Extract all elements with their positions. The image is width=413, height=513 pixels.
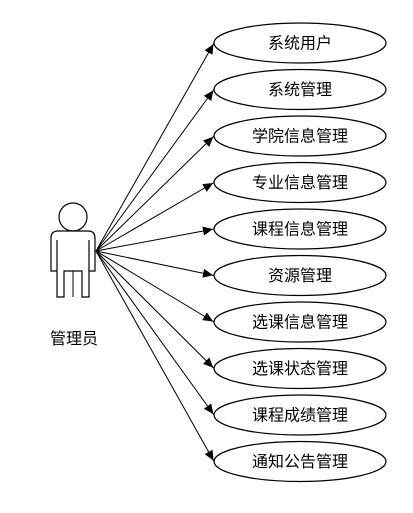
association-line	[95, 182, 215, 252]
use-case: 学院信息管理	[213, 115, 387, 157]
association-line	[95, 42, 215, 252]
actor-head	[58, 202, 88, 232]
use-case-ellipse	[213, 440, 387, 483]
use-case-ellipse	[213, 208, 387, 250]
use-case-ellipse	[213, 115, 387, 157]
use-case-ellipse	[213, 161, 387, 204]
actor-body	[50, 230, 96, 298]
association-arrowhead	[202, 226, 214, 236]
association-line	[95, 135, 215, 252]
association-arrowhead	[204, 449, 214, 461]
use-case: 选课信息管理	[213, 301, 387, 343]
use-case: 专业信息管理	[213, 161, 387, 204]
use-case-label: 课程成绩管理	[252, 406, 348, 425]
association-line	[95, 250, 215, 276]
association-arrowhead	[202, 136, 214, 147]
association-line	[95, 89, 215, 252]
association-line	[95, 250, 215, 462]
use-case: 通知公告管理	[213, 440, 387, 483]
use-case-label: 专业信息管理	[252, 173, 348, 192]
use-case-label: 选课信息管理	[252, 313, 348, 332]
association-line	[95, 250, 215, 416]
use-case-ellipse	[213, 301, 387, 343]
association-lines	[95, 42, 215, 462]
use-case-list: 系统用户系统管理学院信息管理专业信息管理课程信息管理资源管理选课信息管理选课状态…	[213, 22, 387, 483]
actor-figure	[50, 202, 96, 298]
use-case-ellipse	[213, 68, 387, 111]
use-case-label: 选课状态管理	[252, 359, 348, 378]
use-case-label: 课程信息管理	[252, 220, 348, 239]
association-arrowhead	[203, 403, 214, 415]
use-case-label: 资源管理	[268, 266, 332, 285]
use-case-label: 系统用户	[268, 34, 332, 53]
use-case: 课程信息管理	[213, 208, 387, 250]
actor-label: 管理员	[49, 329, 98, 348]
association-arrowhead	[203, 357, 214, 368]
association-line	[95, 228, 215, 252]
association-arrowhead	[202, 268, 214, 278]
use-case: 资源管理	[213, 254, 387, 297]
use-case-ellipse	[213, 394, 387, 436]
use-case-ellipse	[213, 347, 387, 390]
association-line	[95, 250, 215, 323]
use-case-ellipse	[213, 22, 387, 64]
association-arrowhead	[204, 43, 214, 55]
use-case: 课程成绩管理	[213, 394, 387, 436]
use-case-label: 系统管理	[268, 80, 332, 99]
association-line	[95, 250, 215, 369]
use-case: 系统管理	[213, 68, 387, 111]
use-case-ellipse	[213, 254, 387, 297]
use-case: 选课状态管理	[213, 347, 387, 390]
use-case-label: 通知公告管理	[252, 452, 348, 471]
association-arrowhead	[202, 183, 214, 192]
use-case: 系统用户	[213, 22, 387, 64]
use-case-label: 学院信息管理	[252, 127, 348, 146]
association-arrowhead	[202, 312, 214, 322]
association-arrowhead	[203, 90, 214, 102]
